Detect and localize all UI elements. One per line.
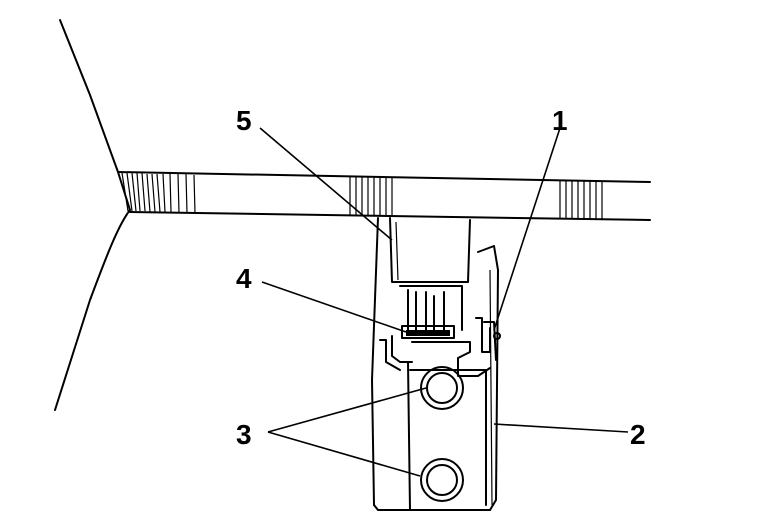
frame-texture-middle	[349, 177, 393, 216]
frame-texture-left	[121, 172, 196, 214]
leader-2	[493, 423, 629, 433]
leader-3b	[267, 431, 421, 477]
callout-1: 1	[552, 105, 568, 136]
door-pillar	[371, 217, 499, 511]
leader-1	[493, 127, 561, 331]
leader-3a	[267, 387, 427, 433]
callout-3: 3	[236, 419, 252, 450]
leader-4	[261, 281, 407, 333]
callout-2: 2	[630, 419, 646, 450]
callout-4: 4	[236, 263, 252, 294]
frame-texture-right	[559, 181, 603, 220]
callout-5: 5	[236, 105, 252, 136]
hinge-knuckle	[379, 285, 501, 377]
body-panel	[54, 19, 131, 411]
frame-bar	[117, 171, 651, 221]
upper-bolt	[420, 366, 464, 410]
leader-lines	[259, 127, 629, 477]
lower-bolt	[420, 458, 464, 502]
leader-5	[259, 127, 393, 241]
upper-bracket	[389, 217, 471, 283]
